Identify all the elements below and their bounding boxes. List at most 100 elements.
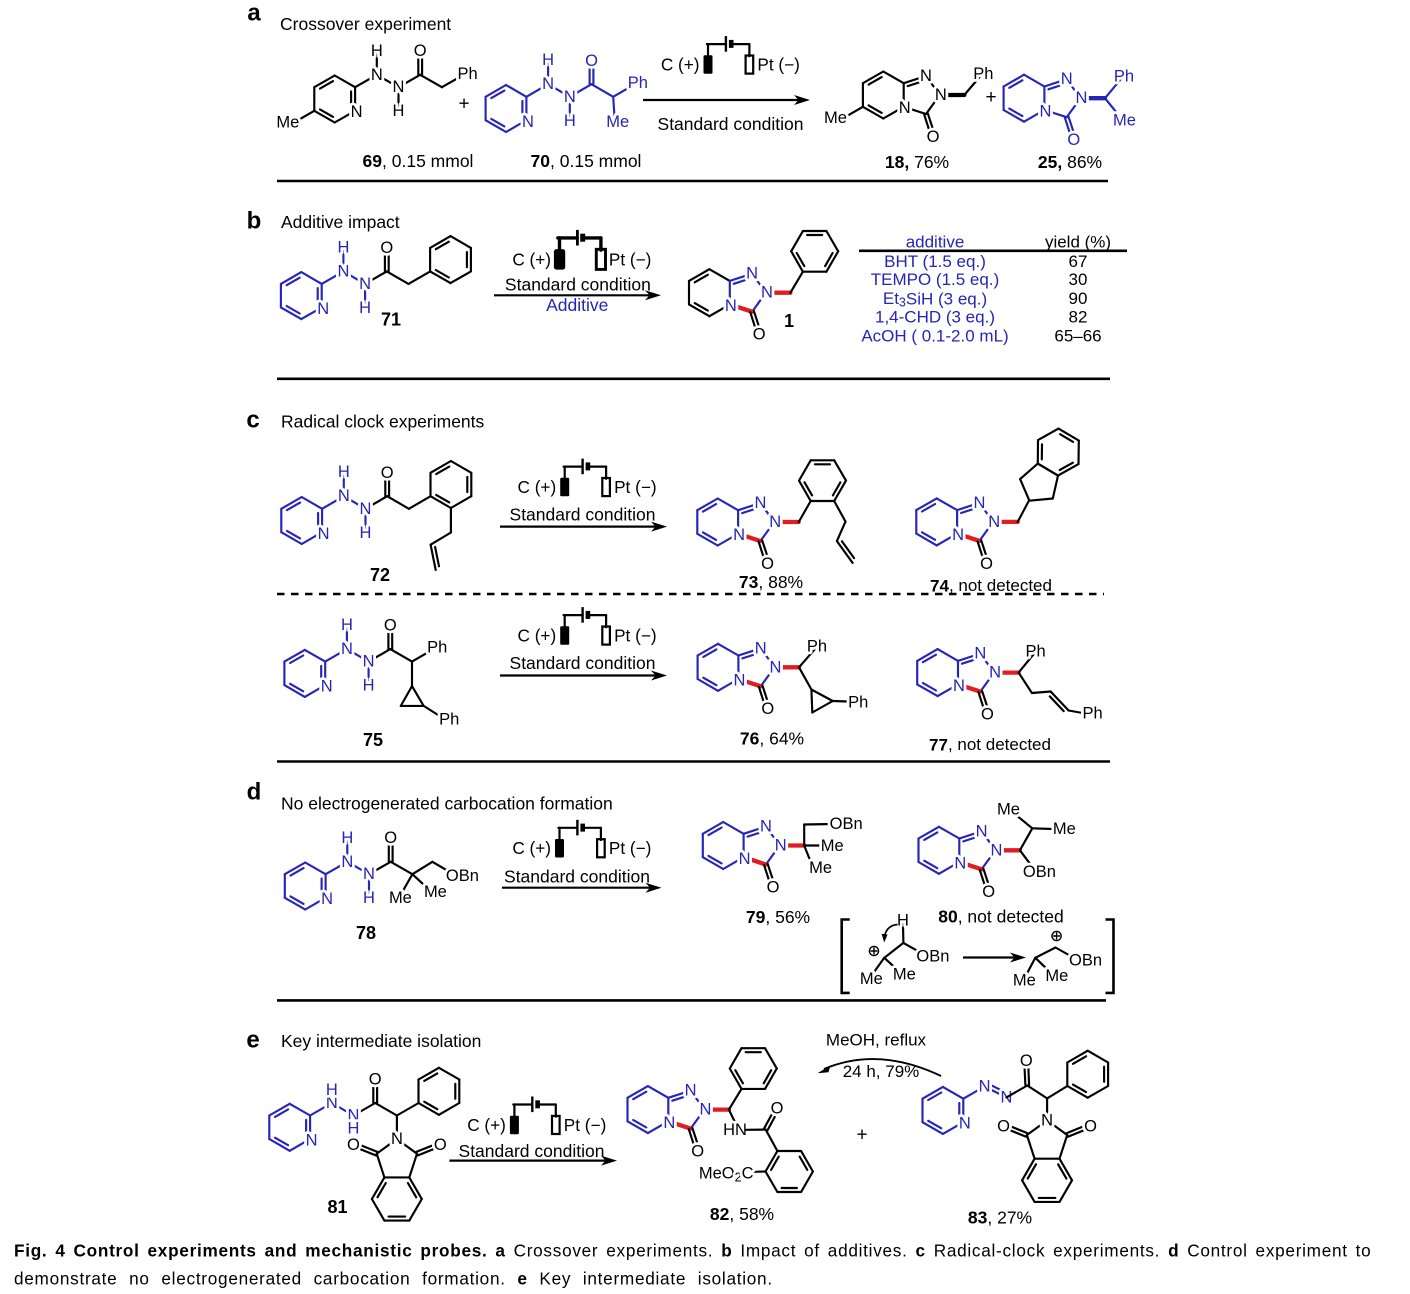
svg-text:H: H bbox=[341, 829, 353, 847]
svg-text:N: N bbox=[542, 75, 554, 93]
svg-text:H: H bbox=[363, 677, 375, 695]
svg-text:C (+): C (+) bbox=[518, 477, 557, 497]
svg-text:N: N bbox=[393, 78, 405, 96]
svg-text:N: N bbox=[306, 1132, 318, 1150]
svg-text:No electrogenerated carbocatio: No electrogenerated carbocation formatio… bbox=[281, 794, 613, 814]
svg-text:O: O bbox=[767, 878, 780, 896]
svg-text:O: O bbox=[380, 239, 393, 257]
svg-text:72: 72 bbox=[370, 565, 390, 585]
svg-text:71: 71 bbox=[381, 310, 401, 330]
svg-text:c: c bbox=[246, 407, 259, 434]
svg-text:O: O bbox=[927, 128, 940, 146]
svg-text:N: N bbox=[754, 494, 766, 512]
svg-text:O: O bbox=[761, 700, 774, 718]
svg-text:N: N bbox=[974, 645, 986, 663]
svg-text:Key intermediate isolation: Key intermediate isolation bbox=[281, 1031, 481, 1051]
svg-text:+: + bbox=[856, 1125, 867, 1146]
svg-text:H: H bbox=[542, 51, 554, 69]
svg-text:HN: HN bbox=[723, 1121, 747, 1139]
svg-text:O: O bbox=[982, 883, 995, 901]
svg-text:Pt (−): Pt (−) bbox=[609, 838, 652, 858]
svg-text:Me: Me bbox=[606, 113, 629, 131]
svg-text:N: N bbox=[952, 526, 964, 544]
svg-text:80, not detected: 80, not detected bbox=[938, 907, 1064, 927]
svg-text:Ph: Ph bbox=[973, 65, 993, 83]
svg-text:b: b bbox=[247, 208, 262, 235]
svg-text:yield (%): yield (%) bbox=[1045, 233, 1111, 252]
svg-text:N: N bbox=[685, 1082, 697, 1100]
svg-text:N: N bbox=[725, 297, 737, 315]
svg-text:Standard condition: Standard condition bbox=[658, 114, 804, 134]
svg-text:N: N bbox=[953, 677, 965, 695]
svg-text:1: 1 bbox=[784, 311, 794, 331]
svg-text:N: N bbox=[363, 865, 375, 883]
svg-text:N: N bbox=[990, 841, 1002, 859]
svg-text:Ph: Ph bbox=[427, 639, 447, 657]
svg-text:H: H bbox=[337, 238, 349, 256]
svg-text:78: 78 bbox=[356, 923, 376, 943]
svg-text:Ph: Ph bbox=[628, 74, 648, 92]
svg-text:Me: Me bbox=[389, 889, 412, 907]
svg-text:Additive impact: Additive impact bbox=[281, 212, 400, 232]
svg-text:N: N bbox=[733, 672, 745, 690]
svg-text:N: N bbox=[321, 678, 333, 696]
svg-text:Et3SiH (3 eq.): Et3SiH (3 eq.) bbox=[883, 289, 987, 310]
svg-text:N: N bbox=[391, 1130, 403, 1148]
svg-text:N: N bbox=[363, 653, 375, 671]
svg-text:Me: Me bbox=[821, 837, 844, 855]
svg-text:79, 56%: 79, 56% bbox=[746, 907, 810, 927]
svg-text:d: d bbox=[247, 779, 262, 806]
svg-text:Ph: Ph bbox=[439, 710, 459, 728]
svg-text:MeOH, reflux: MeOH, reflux bbox=[826, 1031, 927, 1050]
svg-text:OBn: OBn bbox=[830, 815, 863, 833]
svg-text:N: N bbox=[663, 1114, 675, 1132]
svg-text:TEMPO (1.5 eq.): TEMPO (1.5 eq.) bbox=[871, 270, 999, 289]
svg-text:Me: Me bbox=[809, 859, 832, 877]
svg-text:Additive: Additive bbox=[546, 295, 608, 315]
svg-text:N: N bbox=[359, 275, 371, 293]
svg-text:24 h, 79%: 24 h, 79% bbox=[843, 1062, 920, 1081]
svg-text:BHT (1.5 eq.): BHT (1.5 eq.) bbox=[884, 252, 986, 271]
svg-text:O: O bbox=[347, 1136, 360, 1154]
svg-text:81: 81 bbox=[327, 1197, 347, 1217]
svg-text:N: N bbox=[770, 658, 782, 676]
svg-text:67: 67 bbox=[1069, 252, 1088, 271]
svg-text:OBn: OBn bbox=[446, 867, 479, 885]
svg-text:Me: Me bbox=[893, 965, 916, 983]
svg-text:75: 75 bbox=[363, 730, 383, 750]
svg-text:O: O bbox=[980, 555, 993, 573]
svg-text:Me: Me bbox=[824, 109, 847, 127]
svg-text:N: N bbox=[733, 526, 745, 544]
svg-text:O: O bbox=[384, 617, 397, 635]
svg-text:N: N bbox=[341, 853, 353, 871]
svg-text:O: O bbox=[1067, 131, 1080, 149]
svg-text:Crossover experiment: Crossover experiment bbox=[280, 14, 451, 34]
svg-text:82, 58%: 82, 58% bbox=[710, 1204, 774, 1224]
svg-text:AcOH ( 0.1-2.0 mL): AcOH ( 0.1-2.0 mL) bbox=[861, 326, 1008, 345]
svg-text:Standard condition: Standard condition bbox=[510, 505, 656, 525]
svg-text:OBn: OBn bbox=[1023, 863, 1056, 881]
svg-text:N: N bbox=[1039, 103, 1051, 121]
svg-text:Me: Me bbox=[997, 800, 1020, 818]
svg-text:C (+): C (+) bbox=[518, 626, 557, 646]
svg-text:C (+): C (+) bbox=[661, 55, 700, 75]
svg-text:N: N bbox=[760, 818, 772, 836]
svg-text:O: O bbox=[369, 1071, 382, 1089]
svg-text:65–66: 65–66 bbox=[1054, 326, 1101, 345]
svg-text:Ph: Ph bbox=[1026, 643, 1046, 661]
svg-text:Pt (−): Pt (−) bbox=[609, 249, 652, 269]
svg-text:O: O bbox=[585, 52, 598, 70]
svg-text:N: N bbox=[979, 1078, 991, 1096]
svg-text:Standard condition: Standard condition bbox=[505, 274, 651, 294]
svg-text:a: a bbox=[247, 0, 261, 27]
svg-text:N: N bbox=[326, 1094, 338, 1112]
svg-text:N: N bbox=[341, 640, 353, 658]
svg-text:+: + bbox=[458, 94, 469, 115]
svg-text:N: N bbox=[1076, 89, 1088, 107]
svg-text:N: N bbox=[775, 837, 787, 855]
svg-text:N: N bbox=[761, 284, 773, 302]
svg-text:OBn: OBn bbox=[916, 947, 949, 965]
svg-text:25, 86%: 25, 86% bbox=[1038, 152, 1102, 172]
svg-text:30: 30 bbox=[1069, 270, 1088, 289]
svg-text:N: N bbox=[522, 113, 534, 131]
